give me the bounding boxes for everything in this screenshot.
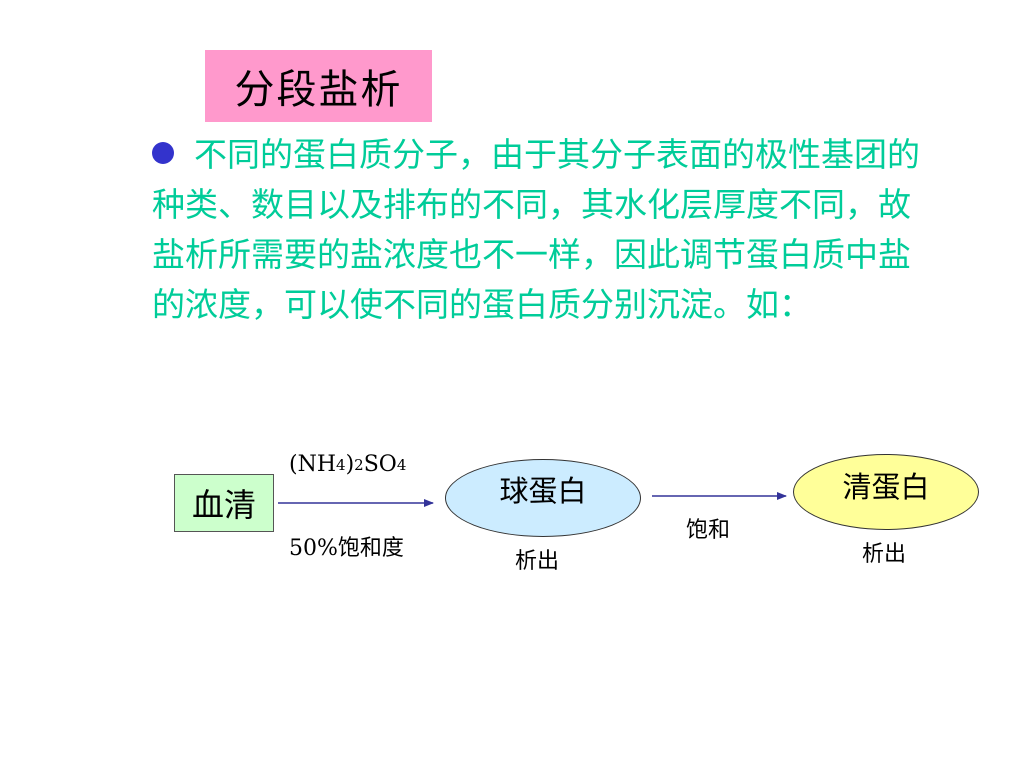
globulin-note: 析出 <box>515 549 560 574</box>
serum-label: 血清 <box>191 486 256 524</box>
serum-node: 血清 <box>174 474 274 532</box>
reagent-formula: (NH4)2SO4 <box>289 452 407 477</box>
step2-condition: 饱和 <box>686 518 731 543</box>
globulin-label: 球蛋白 <box>499 474 587 508</box>
albumin-label: 清蛋白 <box>842 470 930 504</box>
slide-title: 分段盐析 <box>205 50 432 122</box>
step1-condition: 50%饱和度 <box>289 536 404 561</box>
slide-title-text: 分段盐析 <box>234 67 403 113</box>
globulin-node: 球蛋白 <box>445 459 641 537</box>
paragraph-text: 不同的蛋白质分子，由于其分子表面的极性基团的种类、数目以及排布的不同，其水化层厚… <box>152 135 920 324</box>
body-paragraph: 不同的蛋白质分子，由于其分子表面的极性基团的种类、数目以及排布的不同，其水化层厚… <box>152 130 927 330</box>
bullet-icon <box>152 142 174 164</box>
albumin-note: 析出 <box>862 542 907 567</box>
albumin-node: 清蛋白 <box>793 454 979 530</box>
